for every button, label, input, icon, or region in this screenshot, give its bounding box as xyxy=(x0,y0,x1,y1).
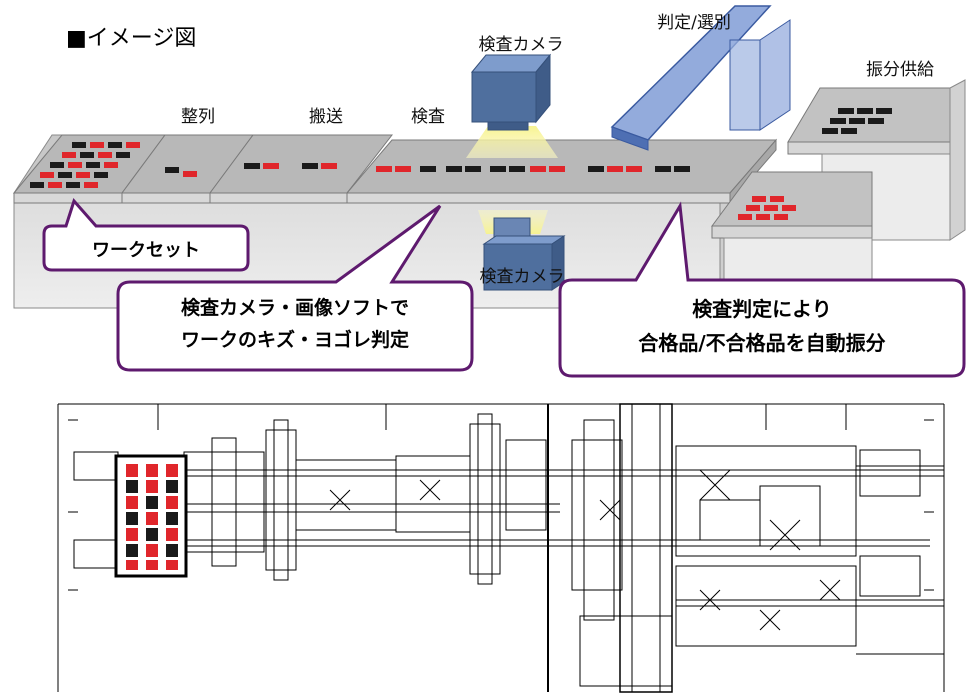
bottom-camera xyxy=(482,217,566,291)
label-hantei: 判定/選別 xyxy=(657,13,731,33)
plan-drawing xyxy=(57,403,945,693)
label-furiwake: 振分供給 xyxy=(866,60,934,80)
label-hansou: 搬送 xyxy=(309,107,343,127)
diagram-title: ■イメージ図 xyxy=(66,26,197,51)
callout-judgement-line1: 検査判定により xyxy=(692,297,832,321)
conveyor-tray xyxy=(209,134,394,204)
work-set-parts xyxy=(30,142,140,188)
top-camera xyxy=(470,53,552,131)
callout-camera-text: 検査カメラ・画像ソフトで ワークのキズ・ヨゴレ判定 xyxy=(118,292,472,356)
label-seiretsu: 整列 xyxy=(181,107,215,127)
label-camera-top: 検査カメラ xyxy=(478,35,564,55)
label-camera-bottom: 検査カメラ xyxy=(479,267,565,287)
callout-judgement-text: 検査判定により 合格品/不合格品を自動振分 xyxy=(560,292,964,360)
top-light-beam xyxy=(466,126,558,158)
supply-box-lower xyxy=(711,171,873,299)
callout-camera xyxy=(116,204,474,372)
label-kensa: 検査 xyxy=(411,107,445,127)
inspection-conveyor xyxy=(345,138,778,205)
callout-camera-line1: 検査カメラ・画像ソフトで xyxy=(180,297,409,319)
callout-judgement xyxy=(558,201,966,378)
callout-work-set-text: ワークセット xyxy=(92,240,200,261)
callout-judgement-line2: 合格品/不合格品を自動振分 xyxy=(638,331,886,355)
sorting-chute xyxy=(610,5,791,151)
plan-work-tray xyxy=(114,454,188,578)
callout-camera-line2: ワークのキズ・ヨゴレ判定 xyxy=(180,329,409,351)
callout-work-set xyxy=(42,198,250,272)
